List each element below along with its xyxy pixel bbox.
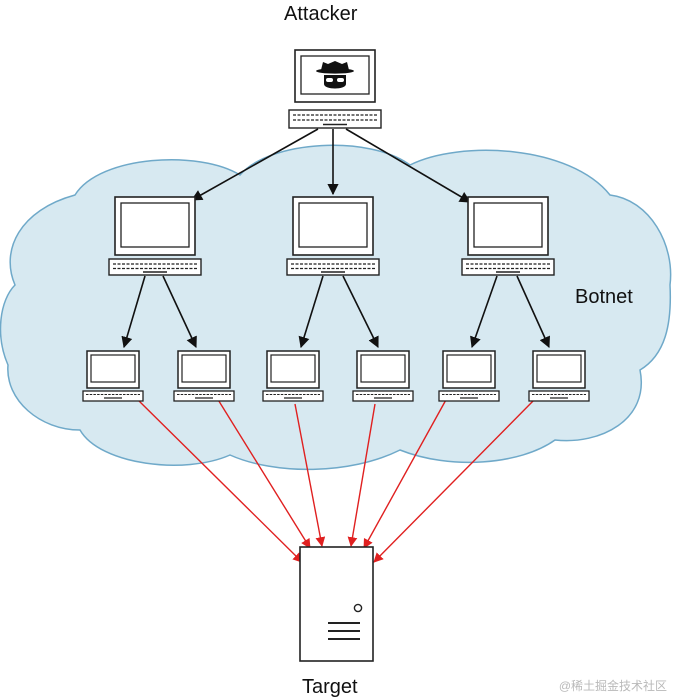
- command-arrow: [191, 128, 319, 201]
- attacker-label: Attacker: [284, 3, 358, 25]
- bot-computer: [82, 350, 144, 402]
- command-arrow: [298, 275, 324, 349]
- command-arrow: [345, 128, 471, 203]
- attack-arrow: [373, 397, 537, 563]
- command-arrow: [121, 275, 146, 349]
- attack-arrow: [347, 403, 376, 547]
- bot-master-computer: [108, 196, 202, 276]
- server-indicator-icon: [353, 603, 363, 613]
- attack-arrow: [363, 397, 448, 549]
- watermark: @稀土掘金技术社区: [558, 679, 667, 693]
- attacker-computer: [288, 49, 382, 129]
- command-arrows: [121, 128, 550, 349]
- botnet-cloud: [0, 144, 672, 471]
- attack-arrow: [294, 403, 326, 547]
- attack-arrows: [135, 397, 537, 563]
- bot-computer: [173, 350, 235, 402]
- command-arrow: [470, 275, 498, 349]
- command-arrow: [342, 275, 379, 349]
- command-arrow: [516, 275, 550, 349]
- target-label: Target: [302, 676, 358, 698]
- target-server: [299, 546, 374, 662]
- bot-computer: [352, 350, 414, 402]
- attack-arrow: [135, 397, 303, 563]
- command-arrow: [162, 275, 197, 349]
- hacker-icon: [316, 61, 354, 89]
- bot-master-computer: [286, 196, 380, 276]
- bot-computer: [262, 350, 324, 402]
- bot-master-computer: [461, 196, 555, 276]
- attack-arrow: [216, 397, 311, 549]
- bot-computer: [438, 350, 500, 402]
- botnet-label: Botnet: [575, 286, 633, 308]
- bot-computer: [528, 350, 590, 402]
